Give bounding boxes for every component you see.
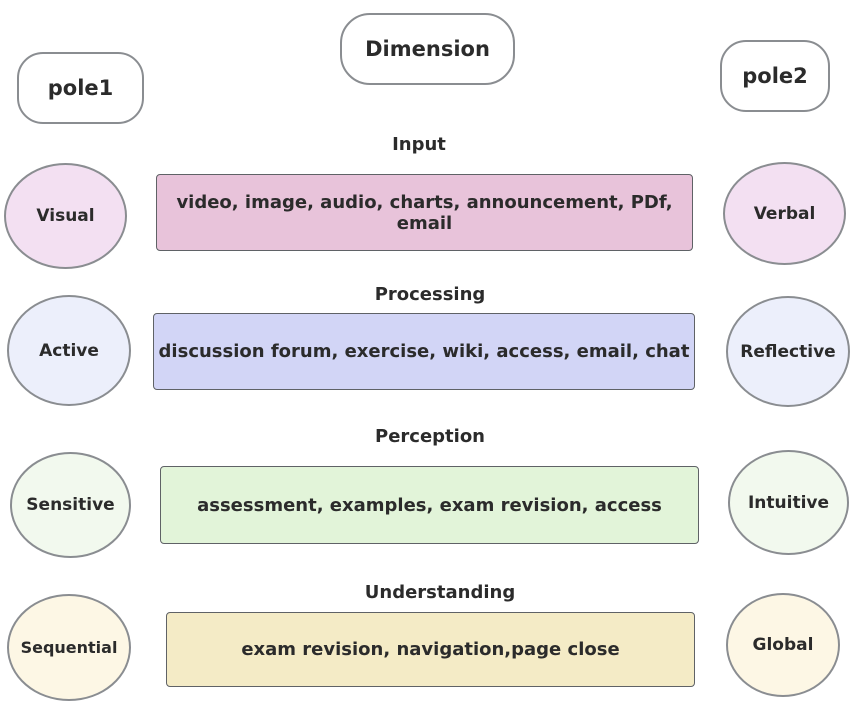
- pole2-header: pole2: [720, 40, 830, 112]
- pole1-processing: Active: [7, 295, 131, 406]
- dimension-label-input: Input: [392, 134, 446, 155]
- pole1-perception: Sensitive: [10, 452, 131, 558]
- pole2-understanding: Global: [726, 593, 840, 697]
- activities-processing: discussion forum, exercise, wiki, access…: [153, 313, 695, 390]
- dimension-header: Dimension: [340, 13, 515, 85]
- dimension-label-understanding: Understanding: [364, 582, 516, 603]
- pole2-processing: Reflective: [726, 296, 850, 407]
- activities-perception: assessment, examples, exam revision, acc…: [160, 466, 699, 544]
- activities-input: video, image, audio, charts, announcemen…: [156, 174, 693, 251]
- pole1-understanding: Sequential: [7, 594, 131, 701]
- dimension-label-perception: Perception: [375, 426, 485, 447]
- pole2-input: Verbal: [723, 162, 846, 265]
- activities-understanding: exam revision, navigation,page close: [166, 612, 695, 687]
- dimension-label-processing: Processing: [374, 284, 486, 305]
- pole1-input: Visual: [4, 163, 127, 269]
- pole1-header: pole1: [17, 52, 144, 124]
- pole2-perception: Intuitive: [728, 450, 849, 555]
